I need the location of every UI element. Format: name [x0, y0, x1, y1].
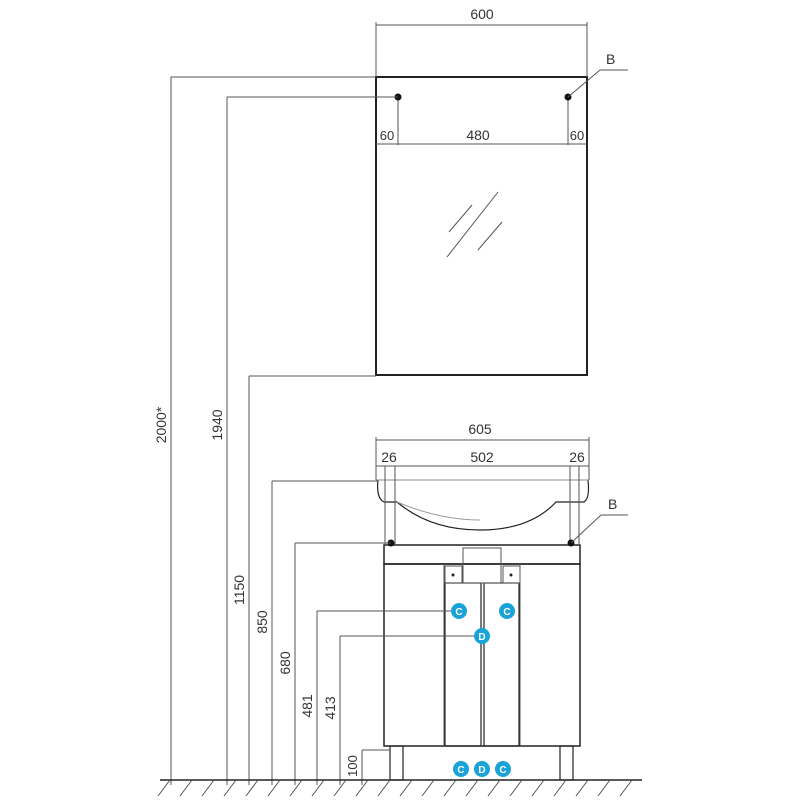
- floor-line: [157, 779, 642, 797]
- vanity-body: [383, 563, 581, 747]
- vanity-center-span-label: 502: [470, 449, 494, 465]
- floor-hatch-mark: [443, 779, 457, 797]
- cold-water-connection-right: C: [499, 603, 515, 619]
- height-dimensions: 2000* 1940 1150 850 680 481 413 100: [153, 76, 482, 785]
- svg-text:D: D: [478, 632, 485, 643]
- vanity-right-offset-label: 26: [569, 449, 585, 465]
- floor-hatch-mark: [509, 779, 523, 797]
- floor-hatch-mark: [575, 779, 589, 797]
- vanity-drawer-center: [462, 547, 502, 584]
- mirror-reflection-mark: [477, 221, 503, 251]
- floor-hatch-mark: [311, 779, 325, 797]
- floor-connection-d: D: [474, 761, 490, 777]
- mirror-mount-height-label: 1940: [209, 409, 225, 440]
- cold-water-connection-left: C: [451, 603, 467, 619]
- mirror-cabinet: [375, 76, 588, 376]
- mirror-width-label: 600: [470, 6, 494, 22]
- connection-markers: C C D C D C: [451, 603, 515, 777]
- drain-connection: D: [474, 628, 490, 644]
- floor-hatch-mark: [157, 779, 171, 797]
- floor-hatch-mark: [179, 779, 193, 797]
- mirror-reflection-mark: [446, 191, 499, 258]
- floor-hatch-mark: [289, 779, 303, 797]
- vanity-mount-dimensions: 26 502 26 B: [376, 449, 628, 547]
- basin-underside-height-label: 680: [277, 651, 293, 675]
- mirror-right-offset-label: 60: [570, 128, 584, 143]
- vanity-mount-height-label: 850: [254, 610, 270, 634]
- floor-connection-c-left: C: [453, 761, 469, 777]
- mirror-mount-dimensions: 60 480 60 B: [376, 51, 628, 145]
- mirror-frame: [375, 76, 588, 376]
- floor-hatch-mark: [465, 779, 479, 797]
- floor-hatch-mark: [355, 779, 369, 797]
- vanity-left-offset-label: 26: [381, 449, 397, 465]
- floor-hatch-mark: [531, 779, 545, 797]
- svg-text:C: C: [455, 607, 462, 618]
- svg-text:C: C: [499, 765, 506, 776]
- vanity-leg-right: [559, 745, 574, 781]
- vanity-width-dimension: 605: [375, 421, 590, 480]
- vanity-unit: [376, 479, 590, 781]
- vanity-hinge-left: [444, 565, 463, 584]
- floor-hatch-mark: [399, 779, 413, 797]
- floor-hatch-mark: [597, 779, 611, 797]
- floor-hatch-mark: [223, 779, 237, 797]
- floor-hatch-mark: [619, 779, 633, 797]
- floor-hatch-mark: [487, 779, 501, 797]
- total-height-label: 2000*: [153, 406, 169, 443]
- basin-outline: [377, 479, 590, 531]
- vanity-width-label: 605: [468, 421, 492, 437]
- mirror-bottom-height-label: 1150: [231, 575, 247, 605]
- floor-hatch-mark: [333, 779, 347, 797]
- svg-text:C: C: [457, 765, 464, 776]
- floor-hatch-mark: [201, 779, 215, 797]
- vanity-hinge-right: [502, 565, 521, 584]
- mirror-left-offset-label: 60: [380, 128, 394, 143]
- drain-height-label: 413: [322, 696, 338, 720]
- mirror-width-dimension: 600: [375, 6, 588, 77]
- vanity-leg-left: [389, 745, 404, 781]
- mirror-center-span-label: 480: [466, 127, 490, 143]
- mirror-reflection-mark: [448, 204, 473, 233]
- svg-text:C: C: [503, 607, 510, 618]
- mirror-mount-b-label: B: [606, 51, 615, 67]
- basin-bowl-inner: [396, 501, 481, 521]
- floor-hatch-mark: [553, 779, 567, 797]
- floor-hatch-mark: [245, 779, 259, 797]
- floor-hatch-mark: [421, 779, 435, 797]
- floor-hatch-mark: [377, 779, 391, 797]
- cold-water-height-label: 481: [299, 694, 315, 718]
- floor-hatch-mark: [267, 779, 281, 797]
- svg-text:D: D: [478, 765, 485, 776]
- leg-height-label: 100: [345, 755, 360, 777]
- vanity-mount-b-label: B: [608, 496, 617, 512]
- floor-connection-c-right: C: [495, 761, 511, 777]
